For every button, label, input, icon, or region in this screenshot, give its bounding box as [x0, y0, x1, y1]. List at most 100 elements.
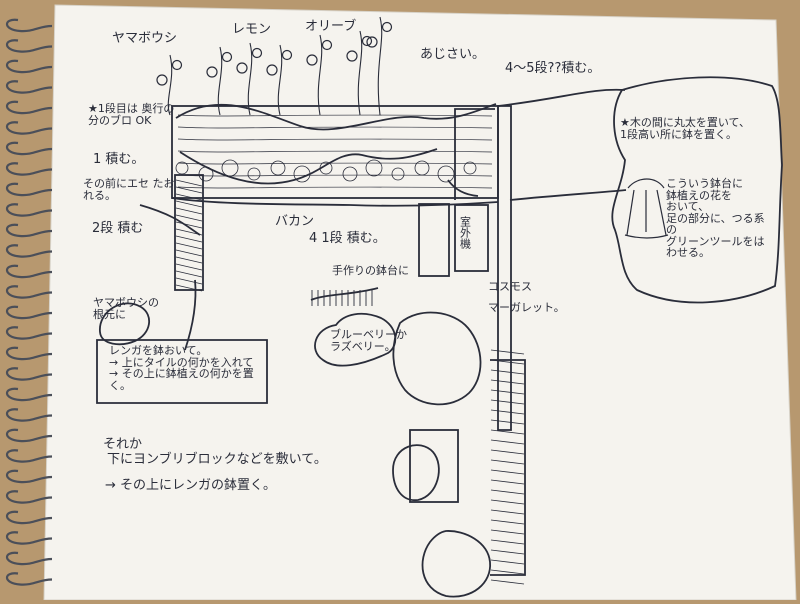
plant-leaf: [281, 49, 293, 61]
inner-line: [454, 108, 495, 200]
blueberry-cloud: [314, 312, 397, 367]
path-hatch: [490, 429, 525, 435]
stone-texture: [342, 166, 358, 182]
plant-leaf: [266, 64, 278, 76]
stone-texture: [414, 160, 430, 176]
label-stack-4: 4 1段 積む。: [309, 231, 386, 246]
round-planter-3: [421, 530, 491, 598]
plant-stem: [167, 54, 173, 116]
spiral-loop: [5, 244, 53, 258]
label-olive: オリーブ: [305, 19, 357, 34]
path-hatch: [490, 389, 525, 395]
detail-layer: [156, 16, 669, 585]
label-top-left-plant: ヤマボウシ: [112, 31, 178, 46]
right-cloud: [611, 76, 783, 304]
label-tier-top: 4〜5段??積む。: [505, 61, 601, 76]
label-bakan: バカン: [275, 214, 315, 229]
spiral-loop: [5, 449, 53, 463]
stone-hatch: [177, 186, 493, 189]
note-box: [96, 339, 268, 404]
label-marguerite: マーガレット。: [488, 301, 565, 314]
spiral-loop: [5, 367, 53, 381]
spiral-binding: [5, 18, 53, 586]
spiral-loop: [5, 182, 53, 197]
stone-texture: [221, 159, 239, 177]
plant-stem: [377, 16, 383, 116]
spiral-loop: [5, 572, 53, 586]
path-hatch: [490, 499, 525, 505]
spiral-loop: [5, 100, 53, 115]
plant-leaf: [321, 39, 333, 51]
label-blueberry: ブルーベリーか ラズベリー。: [330, 328, 407, 353]
pillar-hatch: [175, 277, 203, 285]
spiral-loop: [5, 59, 53, 74]
spiral-loop: [5, 305, 53, 320]
pillar-hatch: [175, 256, 203, 264]
label-right-cloud: ★木の間に丸太を置いて、 1段高い所に鉢を置く。: [620, 116, 750, 141]
plant-stem: [317, 34, 323, 116]
root-cloud: [99, 302, 150, 346]
stone-texture: [437, 165, 455, 183]
stone-texture: [175, 161, 189, 175]
stone-texture: [463, 161, 477, 175]
pillar-hatch: [175, 242, 203, 250]
trellis-line: [310, 287, 379, 301]
label-hydrangea: あじさい。: [420, 47, 486, 62]
path-hatch: [490, 419, 525, 425]
plant-leaf: [236, 62, 248, 74]
pillar-hatch: [175, 270, 203, 278]
round-planter-2: [392, 444, 440, 501]
spiral-loop: [5, 346, 53, 361]
spiral-loop: [5, 428, 53, 443]
label-star-left: ★1段目は 奥行の分のブロ OK: [88, 102, 175, 127]
stone-texture: [319, 161, 333, 175]
path-hatch: [490, 559, 525, 565]
label-cosmos: コスモス: [488, 280, 532, 293]
spiral-loop: [5, 551, 53, 566]
ground-line-2: [497, 88, 626, 107]
label-stack-1: 1 積む。: [93, 152, 145, 167]
path-hatch: [490, 379, 525, 385]
label-bottom-2: 下にヨンブリブロックなどを敷いて。: [107, 452, 327, 467]
plant-stem: [357, 30, 363, 116]
path-hatch: [490, 529, 525, 535]
path-hatch: [490, 579, 525, 585]
spiral-loop: [5, 285, 53, 299]
decor-curve: [447, 179, 479, 197]
spiral-loop: [5, 18, 53, 33]
spiral-loop: [5, 39, 53, 53]
label-shed-box: 室外機: [458, 216, 472, 249]
path-hatch: [490, 489, 525, 495]
plant-leaf: [156, 74, 168, 86]
plant-leaf: [221, 51, 233, 63]
label-bottom-3: → その上にレンガの鉢置く。: [105, 478, 277, 493]
spiral-loop: [5, 141, 53, 156]
path-hatch: [490, 479, 525, 485]
pillar-hatch: [175, 193, 203, 201]
plant-leaf: [306, 54, 318, 66]
stone-hatch: [177, 126, 493, 129]
plant-leaf: [346, 50, 358, 62]
path-hatch: [490, 519, 525, 525]
spiral-loop: [5, 510, 53, 525]
label-right-pot: こういう鉢台に 鉢植えの花を おいて、 足の部分に、つる系の グリーンツールをは…: [666, 177, 765, 260]
left-arrow-curve: [139, 204, 201, 236]
path-hatch: [490, 569, 525, 575]
path-strip: [490, 359, 526, 576]
root-arrow: [184, 279, 197, 351]
plant-leaf: [251, 47, 263, 59]
spiral-loop: [5, 469, 53, 484]
spiral-loop: [5, 490, 53, 504]
pillar-hatch: [175, 179, 203, 187]
path-hatch: [490, 359, 525, 365]
pillar-hatch: [175, 235, 203, 243]
path-hatch: [490, 469, 525, 475]
pot-top: [627, 178, 665, 189]
stone-hatch: [177, 150, 493, 153]
pillar-hatch: [175, 263, 203, 271]
spiral-loop: [5, 203, 53, 217]
path-hatch: [490, 439, 525, 445]
stone-texture: [198, 166, 214, 182]
spiral-loop: [5, 264, 53, 279]
pillar-hatch: [175, 200, 203, 208]
